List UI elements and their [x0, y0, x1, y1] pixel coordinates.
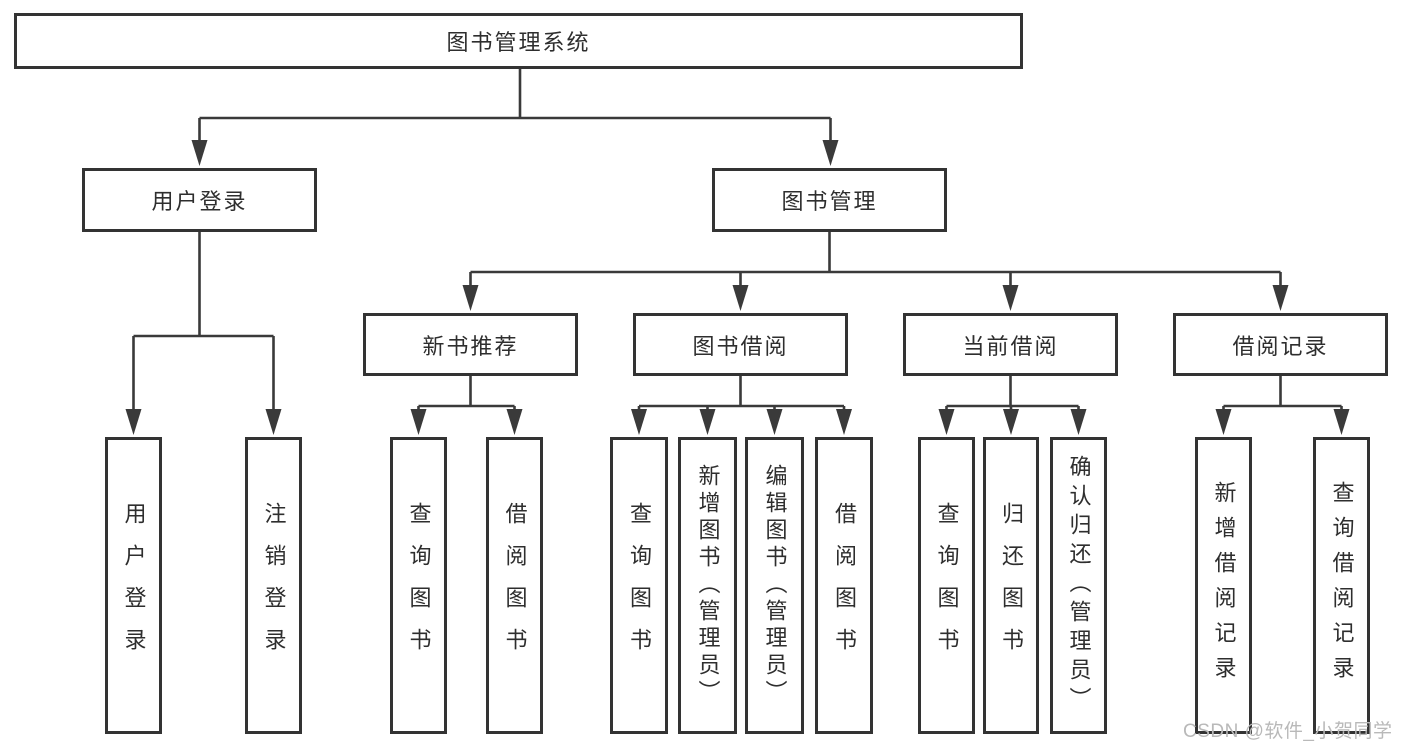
leaf-query-borrow-record-label: 查询借阅记录 — [1329, 480, 1355, 691]
connector-book-management-to-children — [462, 232, 1289, 311]
leaf-borrow-books-recommend: 借阅图书 — [486, 437, 543, 734]
leaf-borrow-books-borrowing-label: 借阅图书 — [832, 501, 857, 670]
leaf-query-books-borrowing: 查询图书 — [610, 437, 668, 734]
arrowhead — [1333, 409, 1350, 435]
arrowhead — [732, 285, 749, 311]
arrowhead — [631, 409, 647, 435]
leaf-confirm-return-admin: 确认归还（管理员） — [1050, 437, 1107, 734]
leaf-query-books-recommend: 查询图书 — [390, 437, 447, 734]
connector-root-to-children — [191, 69, 839, 166]
node-borrowing-records: 借阅记录 — [1173, 313, 1388, 376]
leaf-query-books-recommend-label: 查询图书 — [406, 501, 432, 670]
node-book-borrowing: 图书借阅 — [633, 313, 848, 376]
leaf-add-borrow-record: 新增借阅记录 — [1195, 437, 1252, 734]
leaf-query-books-current: 查询图书 — [918, 437, 975, 734]
arrowhead — [462, 285, 479, 311]
connector-book-borrowing-to-children — [631, 376, 852, 435]
leaf-query-books-current-label: 查询图书 — [934, 501, 960, 670]
arrowhead — [191, 140, 208, 166]
node-book-management-label: 图书管理 — [781, 189, 878, 214]
node-user-login-label: 用户登录 — [151, 189, 248, 214]
connector-user-login-to-children — [125, 232, 282, 435]
leaf-logout-label: 注销登录 — [261, 501, 287, 670]
node-book-borrowing-label: 图书借阅 — [692, 333, 789, 359]
connector-current-borrowing-to-children — [938, 376, 1087, 435]
leaf-logout: 注销登录 — [245, 437, 302, 734]
leaf-user-login-label: 用户登录 — [121, 501, 147, 670]
node-book-management: 图书管理 — [712, 168, 947, 232]
leaf-return-books-label: 归还图书 — [999, 501, 1024, 670]
leaf-add-borrow-record-label: 新增借阅记录 — [1211, 480, 1237, 691]
node-root: 图书管理系统 — [14, 13, 1023, 69]
leaf-add-books-admin-label: 新增图书（管理员） — [695, 464, 721, 707]
node-current-borrowing: 当前借阅 — [903, 313, 1118, 376]
leaf-query-borrow-record: 查询借阅记录 — [1313, 437, 1370, 734]
arrowhead — [836, 409, 852, 435]
node-borrowing-records-label: 借阅记录 — [1232, 333, 1329, 359]
connector-new-book-recommend-to-children — [410, 376, 523, 435]
leaf-add-books-admin: 新增图书（管理员） — [678, 437, 737, 734]
node-current-borrowing-label: 当前借阅 — [962, 333, 1059, 359]
leaf-edit-books-admin-label: 编辑图书（管理员） — [762, 464, 788, 707]
arrowhead — [1002, 285, 1019, 311]
leaf-borrow-books-recommend-label: 借阅图书 — [502, 501, 528, 670]
watermark: CSDN @软件_小贺同学 — [1183, 721, 1393, 742]
arrowhead — [699, 409, 716, 435]
arrowhead — [1070, 409, 1087, 435]
leaf-return-books: 归还图书 — [983, 437, 1039, 734]
arrowhead — [766, 409, 783, 435]
arrowhead — [938, 409, 955, 435]
connector-borrowing-records-to-children — [1215, 376, 1350, 435]
leaf-confirm-return-admin-label: 确认归还（管理员） — [1066, 455, 1092, 716]
arrowhead — [1215, 409, 1232, 435]
leaf-user-login: 用户登录 — [105, 437, 162, 734]
node-new-book-recommend: 新书推荐 — [363, 313, 578, 376]
arrowhead — [822, 140, 839, 166]
arrowhead — [410, 409, 427, 435]
node-new-book-recommend-label: 新书推荐 — [422, 333, 519, 359]
arrowhead — [1272, 285, 1289, 311]
node-root-label: 图书管理系统 — [446, 30, 591, 55]
arrowhead — [265, 409, 282, 435]
arrowhead — [506, 409, 523, 435]
leaf-edit-books-admin: 编辑图书（管理员） — [745, 437, 804, 734]
leaf-borrow-books-borrowing: 借阅图书 — [815, 437, 873, 734]
node-user-login: 用户登录 — [82, 168, 317, 232]
arrowhead — [125, 409, 142, 435]
leaf-query-books-borrowing-label: 查询图书 — [627, 501, 652, 670]
arrowhead — [1003, 409, 1019, 435]
